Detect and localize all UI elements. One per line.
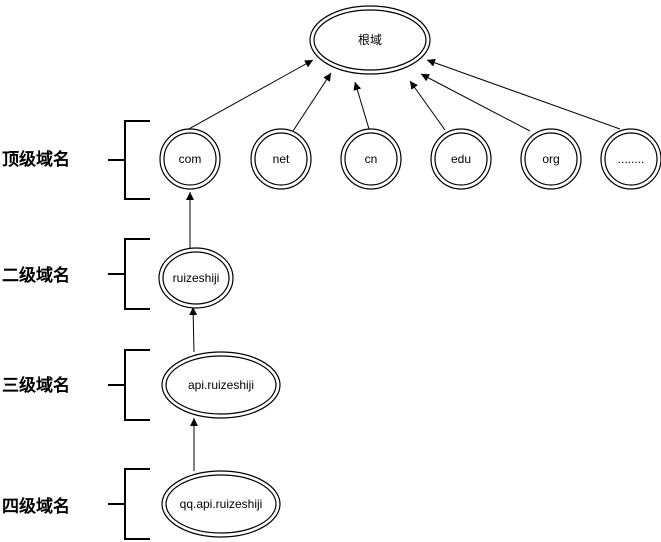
arrow-org-to-root	[420, 73, 531, 132]
node-second-level[interactable]: ruizeshiji	[158, 247, 234, 309]
node-cn[interactable]: cn	[340, 128, 402, 190]
bracket-top-level	[108, 120, 150, 200]
level-label-fourth: 四级域名	[2, 496, 70, 517]
node-second-level-label: ruizeshiji	[173, 271, 220, 285]
level-label-second: 二级域名	[2, 265, 70, 286]
bracket-fourth-level	[108, 468, 150, 540]
bracket-second-level	[108, 238, 150, 310]
level-label-third: 三级域名	[2, 375, 70, 396]
node-net-label: net	[273, 152, 290, 166]
node-fourth-level-label: qq.api.ruizeshiji	[180, 497, 263, 511]
node-root-label: 根域	[358, 33, 382, 47]
node-net[interactable]: net	[250, 128, 312, 190]
node-third-level-label: api.ruizeshiji	[188, 378, 254, 392]
chain-arrows	[186, 192, 198, 471]
arrow-third-to-second	[189, 306, 198, 353]
node-org-label: org	[542, 152, 559, 166]
bracket-third-level	[108, 349, 150, 421]
arrow-net-to-root	[292, 72, 332, 132]
level-brackets	[108, 120, 150, 540]
arrow-more-to-root	[426, 58, 621, 130]
level-label-top: 顶级域名	[2, 149, 70, 170]
node-fourth-level[interactable]: qq.api.ruizeshiji	[161, 470, 281, 538]
node-edu-label: edu	[451, 152, 471, 166]
node-more-label: ........	[618, 152, 645, 166]
arrow-cn-to-root	[353, 81, 370, 130]
arrow-edu-to-root	[409, 80, 446, 131]
node-more[interactable]: ........	[600, 128, 661, 190]
node-com-label: com	[179, 152, 202, 166]
root-arrows	[186, 58, 621, 132]
node-edu[interactable]: edu	[430, 128, 492, 190]
arrow-com-to-root	[186, 59, 314, 131]
node-third-level[interactable]: api.ruizeshiji	[161, 351, 281, 419]
node-com[interactable]: com	[159, 128, 221, 190]
node-root[interactable]: 根域	[309, 5, 431, 75]
node-org[interactable]: org	[520, 128, 582, 190]
node-cn-label: cn	[365, 152, 378, 166]
